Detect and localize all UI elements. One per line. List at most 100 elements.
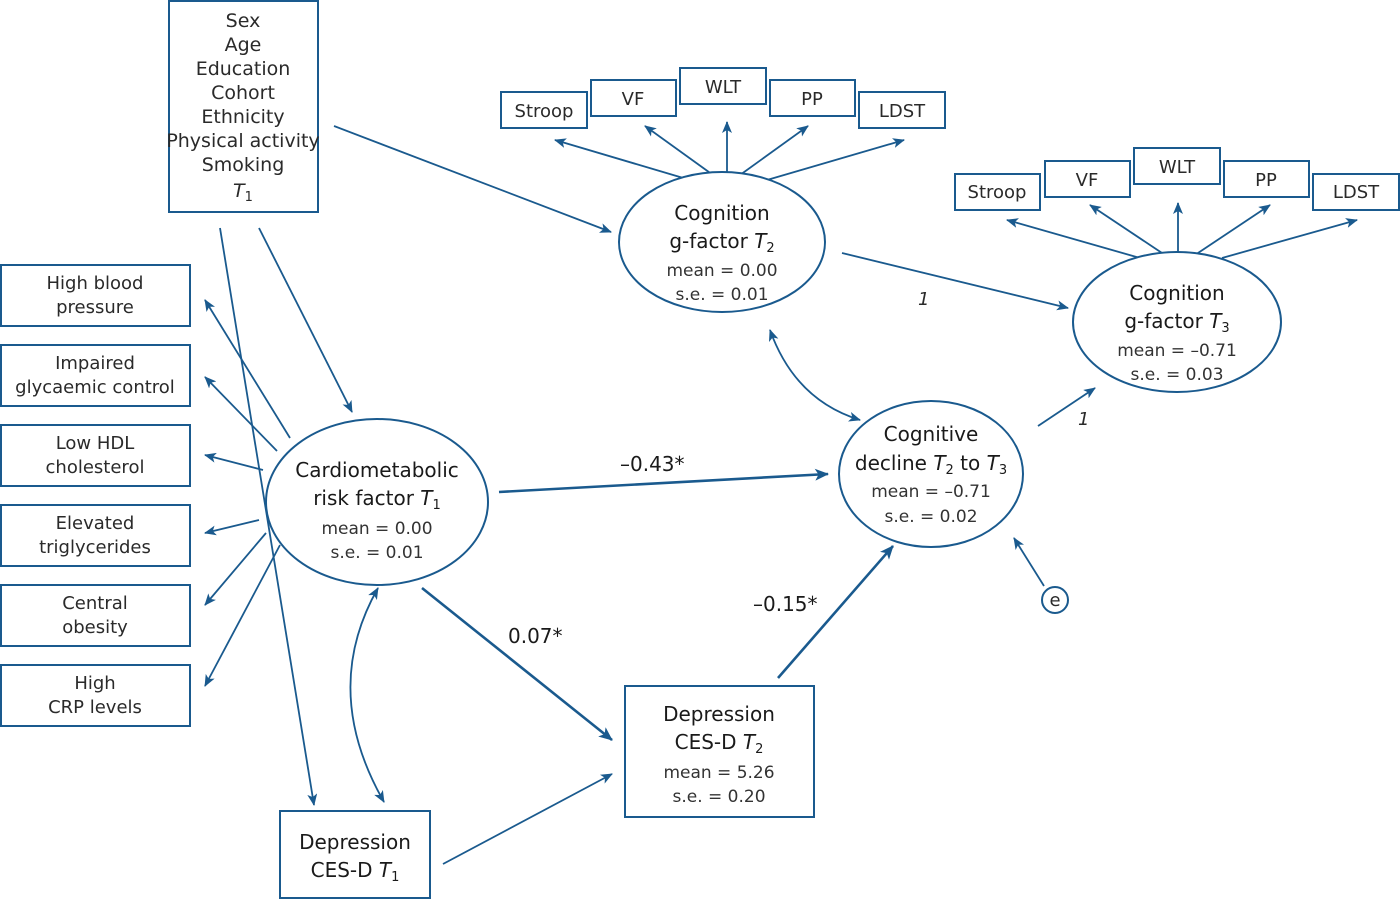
covariate-label: Smoking bbox=[202, 154, 285, 176]
indicators-t2: Stroop VF WLT PP LDST bbox=[500, 67, 946, 129]
edge-risk-to-decline bbox=[498, 468, 829, 494]
covariates-box: Sex Age Education Cohort Ethnicity Physi… bbox=[166, 0, 320, 213]
edge-depression-t2-to-decline bbox=[777, 545, 894, 679]
risk-label: pressure bbox=[56, 297, 134, 318]
node-mean: mean = 0.00 bbox=[666, 261, 777, 281]
node-se: s.e. = 0.20 bbox=[672, 787, 765, 807]
cognition-t2-node: Cognition g-factor T2 mean = 0.00 s.e. =… bbox=[618, 171, 826, 313]
node-se: s.e. = 0.01 bbox=[330, 543, 423, 563]
risk-label: CRP levels bbox=[48, 697, 142, 718]
covariate-label: Education bbox=[196, 58, 291, 80]
node-se: s.e. = 0.03 bbox=[1130, 365, 1223, 385]
risk-label: obesity bbox=[62, 617, 128, 638]
indicator-box-stroop bbox=[954, 173, 1041, 211]
edge-risk-to-glycaemic bbox=[204, 376, 278, 452]
risk-label: cholesterol bbox=[46, 457, 145, 478]
indicator-box-pp bbox=[1223, 160, 1310, 198]
node-title: Cognition bbox=[674, 201, 769, 225]
edge-cog-t2-to-pp bbox=[739, 125, 809, 176]
indicator-label: WLT bbox=[1159, 157, 1196, 178]
node-se: s.e. = 0.01 bbox=[675, 285, 768, 305]
edge-risk-to-obesity bbox=[204, 532, 267, 606]
node-mean: mean = –0.71 bbox=[1117, 341, 1237, 361]
indicators-t3: Stroop VF WLT PP LDST bbox=[954, 147, 1400, 211]
edge-depression-t1-to-t2 bbox=[442, 773, 613, 865]
coefficients: –0.43* 0.07* –0.15* 1 1 bbox=[508, 289, 1089, 648]
edge-decline-to-cog-t3 bbox=[1037, 387, 1096, 427]
indicator-label: PP bbox=[1255, 170, 1277, 191]
indicator-label: Stroop bbox=[968, 182, 1027, 203]
risk-indicators: High blood pressure Impaired glycaemic c… bbox=[0, 264, 191, 727]
cardiometabolic-node: Cardiometabolic risk factor T1 mean = 0.… bbox=[265, 418, 489, 586]
risk-box-glycaemic bbox=[0, 344, 191, 407]
node-subtitle: CES-D T1 bbox=[311, 858, 400, 885]
coef-risk-to-decline: –0.43* bbox=[620, 452, 685, 476]
edge-cog-t2-to-ldst bbox=[766, 138, 905, 181]
covariate-time-label: T1 bbox=[233, 180, 253, 205]
indicator-box-wlt bbox=[1133, 147, 1221, 185]
risk-label: High bbox=[74, 673, 115, 694]
node-mean: mean = 5.26 bbox=[663, 763, 774, 783]
node-subtitle: g-factor T2 bbox=[669, 229, 774, 256]
risk-box-obesity bbox=[0, 584, 191, 647]
edge-risk-to-crp bbox=[204, 544, 281, 687]
node-mean: mean = 0.00 bbox=[321, 519, 432, 539]
edge-error-to-decline bbox=[1013, 537, 1045, 587]
edge-risk-to-hdl bbox=[204, 452, 264, 471]
indicator-box-ldst bbox=[1312, 173, 1400, 211]
indicator-label: Stroop bbox=[515, 101, 574, 122]
risk-label: Elevated bbox=[56, 513, 135, 534]
covariate-label: Ethnicity bbox=[201, 106, 284, 128]
edge-risk-to-blood-pressure bbox=[204, 299, 291, 439]
edge-cov-cog-t2-decline bbox=[768, 329, 861, 422]
covariate-label: Cohort bbox=[211, 82, 275, 104]
risk-label: High blood bbox=[47, 273, 144, 294]
indicator-label: LDST bbox=[1333, 182, 1380, 203]
covariate-label: Sex bbox=[226, 10, 261, 32]
node-title: Cognitive bbox=[884, 422, 979, 446]
cognitive-decline-node: Cognitive decline T2 to T3 mean = –0.71 … bbox=[838, 400, 1024, 548]
coef-decline-to-t3: 1 bbox=[1078, 409, 1089, 430]
indicator-box-ldst bbox=[858, 91, 946, 129]
node-title: Cognition bbox=[1129, 281, 1224, 305]
risk-box-triglycerides bbox=[0, 504, 191, 567]
edge-cog-t2-to-cog-t3 bbox=[841, 252, 1069, 311]
covariate-label: Age bbox=[225, 34, 262, 56]
indicator-label: PP bbox=[801, 89, 823, 110]
edge-covariates-to-cognition-t2 bbox=[333, 125, 612, 233]
node-title: Depression bbox=[299, 830, 411, 854]
risk-label: Impaired bbox=[55, 353, 135, 374]
indicator-label: WLT bbox=[705, 77, 742, 98]
edge-cov-risk-depression-t1 bbox=[349, 587, 385, 803]
node-title: Depression bbox=[663, 702, 775, 726]
risk-box-hdl bbox=[0, 424, 191, 487]
edge-covariates-to-cardiometabolic bbox=[258, 227, 353, 413]
coef-risk-to-depression: 0.07* bbox=[508, 624, 563, 648]
depression-t2-node: Depression CES-D T2 mean = 5.26 s.e. = 0… bbox=[624, 685, 815, 818]
edge-cog-t3-to-stroop bbox=[1006, 218, 1141, 259]
node-mean: mean = –0.71 bbox=[871, 482, 991, 502]
indicator-box-wlt bbox=[679, 67, 767, 105]
cognition-t3-node: Cognition g-factor T3 mean = –0.71 s.e. … bbox=[1072, 251, 1282, 393]
edge-risk-to-triglycerides bbox=[204, 519, 260, 536]
edge-cog-t3-to-ldst bbox=[1221, 218, 1358, 259]
risk-label: glycaemic control bbox=[15, 377, 175, 398]
edge-cog-t3-to-vf bbox=[1089, 204, 1166, 256]
risk-label: triglycerides bbox=[39, 537, 151, 558]
coef-depression-to-decline: –0.15* bbox=[753, 592, 818, 616]
edge-cog-t3-to-pp bbox=[1194, 204, 1271, 256]
node-subtitle: g-factor T3 bbox=[1124, 309, 1229, 336]
indicator-box-stroop bbox=[500, 91, 588, 129]
indicator-label: VF bbox=[1076, 170, 1099, 191]
node-title: Cardiometabolic bbox=[295, 458, 459, 482]
risk-label: Low HDL bbox=[56, 433, 135, 454]
edge-cog-t2-to-stroop bbox=[554, 138, 691, 181]
error-label: e bbox=[1049, 590, 1060, 611]
indicator-label: VF bbox=[622, 89, 645, 110]
node-subtitle: risk factor T1 bbox=[313, 486, 441, 513]
edge-cog-t2-to-vf bbox=[644, 125, 714, 176]
error-term: e bbox=[1041, 586, 1069, 614]
covariate-label: Physical activity bbox=[166, 130, 319, 152]
risk-box-blood-pressure bbox=[0, 264, 191, 327]
